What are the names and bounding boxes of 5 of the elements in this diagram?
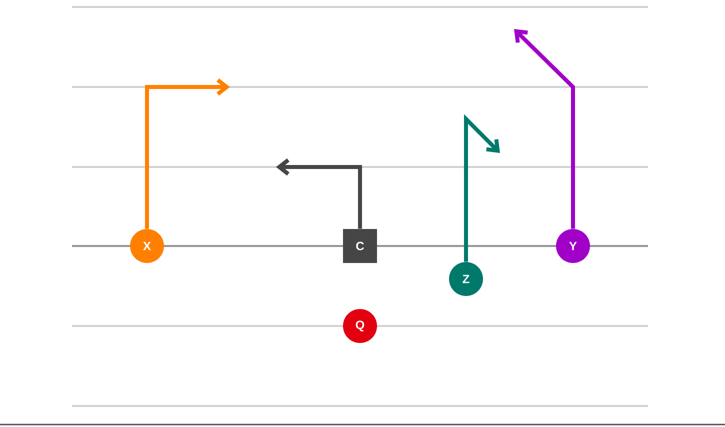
route-arrow <box>145 78 230 229</box>
player-square: C <box>343 229 377 263</box>
route-arrow <box>276 158 362 229</box>
route-arrow <box>464 114 500 262</box>
route-arrow <box>514 29 575 229</box>
